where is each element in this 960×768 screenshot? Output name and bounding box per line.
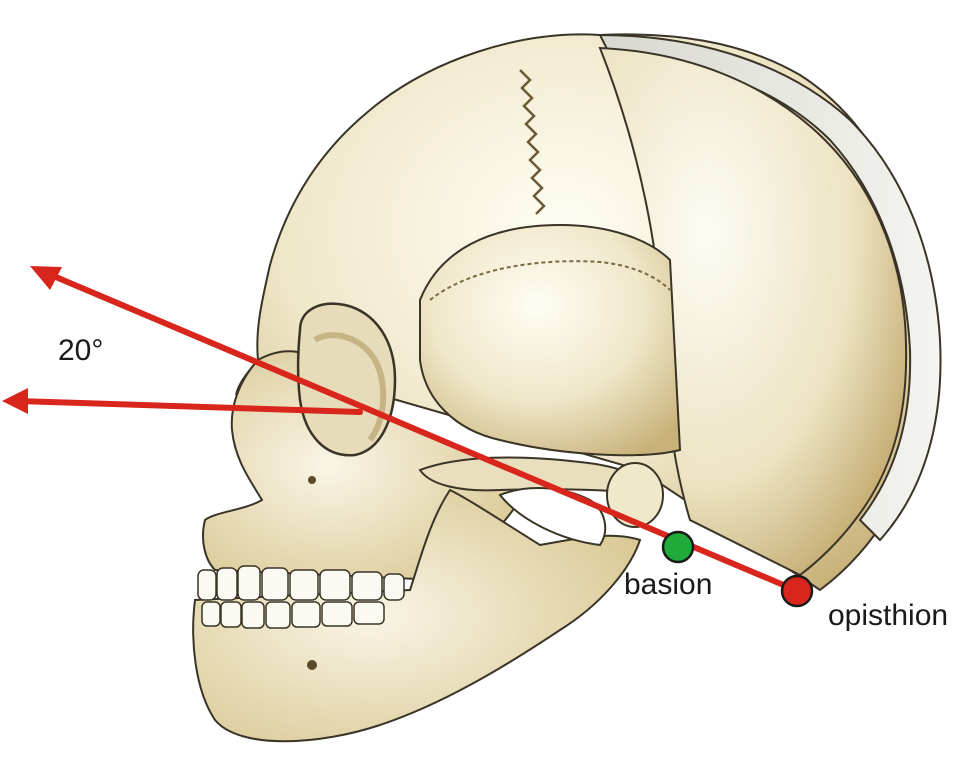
mandibular-notch <box>498 487 607 547</box>
temporal-bone <box>419 223 682 457</box>
opisthion-point <box>780 574 814 608</box>
orbit-shadow <box>313 332 387 442</box>
lower-teeth <box>201 601 385 629</box>
opisthion-label: opisthion <box>828 599 949 632</box>
infraorbital-foramen <box>308 476 316 484</box>
angle-label: 20° <box>58 334 104 367</box>
upper-arrowhead <box>30 266 62 290</box>
mastoid-process <box>606 462 664 528</box>
orbit <box>296 302 397 457</box>
lower-arrowhead <box>2 388 28 414</box>
coronal-suture <box>519 69 546 215</box>
mandible <box>192 488 642 743</box>
cranial-cut-edge <box>598 33 942 542</box>
basion-point <box>661 530 695 564</box>
mental-foramen <box>307 660 317 670</box>
squamosal-suture <box>429 260 671 301</box>
upper-teeth <box>197 565 405 601</box>
twenty-degree-line <box>15 398 363 415</box>
basion-label: basion <box>624 568 713 601</box>
